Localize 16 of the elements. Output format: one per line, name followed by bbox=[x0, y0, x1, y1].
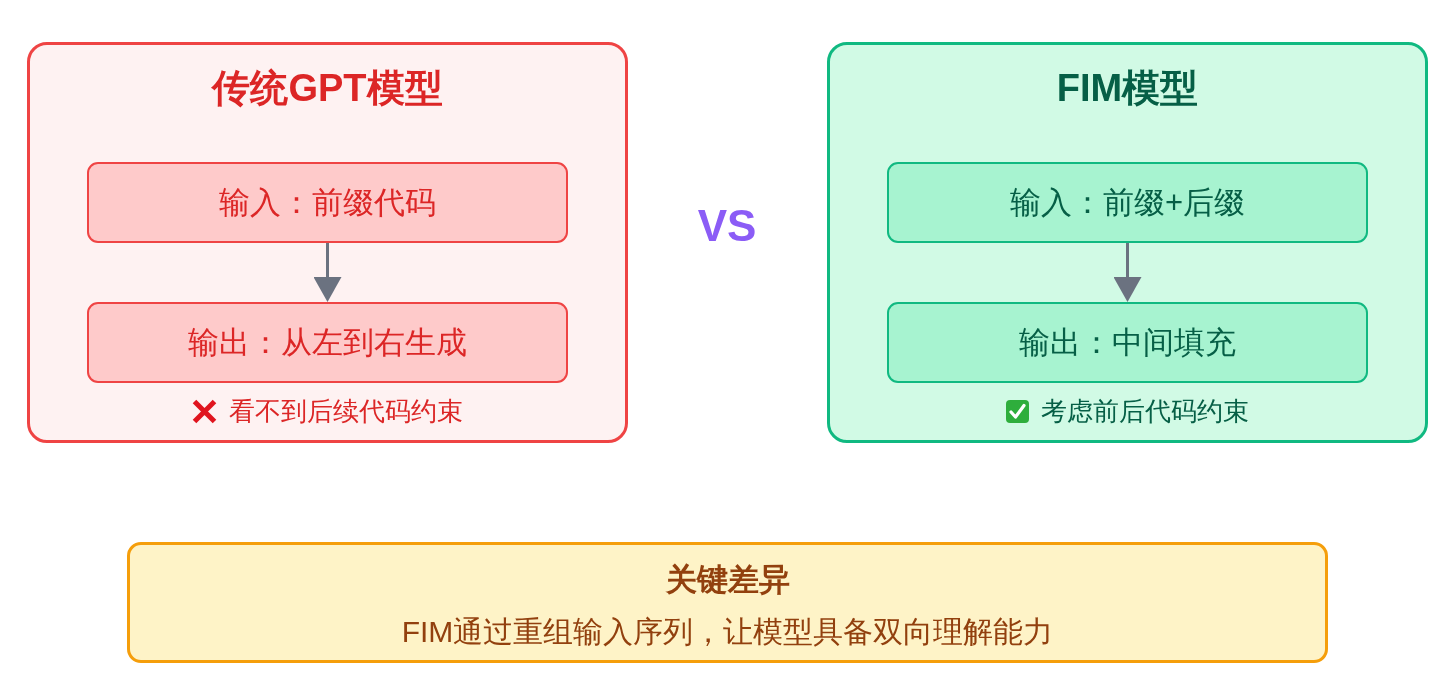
process-box: 输入：前缀代码 bbox=[87, 162, 568, 243]
note-text: 考虑前后代码约束 bbox=[1041, 395, 1249, 428]
model-panel bbox=[27, 42, 628, 443]
banner-title: 关键差异 bbox=[665, 561, 790, 599]
summary-banner bbox=[127, 542, 1328, 663]
arrow bbox=[1113, 243, 1142, 302]
model-panel bbox=[827, 42, 1428, 443]
banner-text: FIM通过重组输入序列，让模型具备双向理解能力 bbox=[401, 614, 1054, 650]
process-box: 输出：中间填充 bbox=[887, 302, 1368, 383]
process-box: 输入：前缀+后缀 bbox=[887, 162, 1368, 243]
process-box: 输出：从左到右生成 bbox=[87, 302, 568, 383]
panel-title: 传统GPT模型 bbox=[212, 66, 443, 111]
vs-label: VS bbox=[696, 201, 758, 251]
arrow bbox=[313, 243, 342, 302]
panel-title: FIM模型 bbox=[1056, 66, 1199, 111]
note-text: 看不到后续代码约束 bbox=[229, 395, 463, 428]
